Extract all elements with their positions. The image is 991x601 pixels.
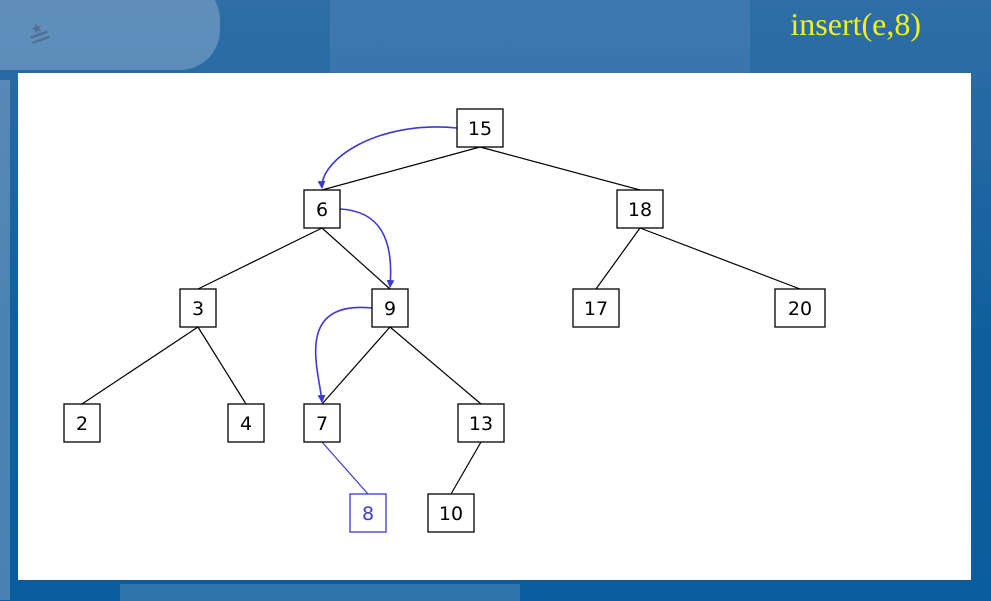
node-label: 13 bbox=[469, 413, 493, 435]
node-box bbox=[457, 403, 505, 443]
node-box bbox=[572, 288, 620, 328]
tree-edge bbox=[595, 227, 641, 290]
tree-node-13: 13 bbox=[457, 403, 505, 443]
node-box bbox=[616, 189, 664, 229]
node-label: 3 bbox=[192, 298, 204, 320]
node-box bbox=[63, 403, 101, 443]
node-box bbox=[774, 288, 826, 328]
tree-edge bbox=[321, 326, 391, 405]
tree-node-2: 2 bbox=[63, 403, 101, 443]
tree-edge bbox=[389, 326, 482, 405]
node-label: 6 bbox=[316, 199, 328, 221]
slide-title: insert(e,8) bbox=[790, 6, 921, 42]
search-path-arrow bbox=[317, 126, 458, 189]
tree-edge bbox=[197, 326, 247, 405]
binary-search-tree: 15 6 18 3 9 17 20 2 4 7 13 8 10 bbox=[63, 108, 826, 533]
node-box bbox=[371, 288, 409, 328]
node-label: 18 bbox=[628, 199, 652, 221]
node-box bbox=[456, 108, 504, 148]
decorative-corner-icon: ≛ bbox=[23, 16, 57, 57]
node-label: 20 bbox=[788, 298, 812, 320]
tree-node-6: 6 bbox=[303, 189, 341, 229]
node-box bbox=[349, 493, 387, 533]
tree-edge bbox=[197, 227, 323, 290]
inserted-node-8: 8 bbox=[349, 493, 387, 533]
tree-node-7: 7 bbox=[303, 403, 341, 443]
node-box bbox=[427, 493, 475, 533]
tree-edge bbox=[81, 326, 199, 405]
node-label: 7 bbox=[316, 413, 328, 435]
tree-node-20: 20 bbox=[774, 288, 826, 328]
node-label: 17 bbox=[584, 298, 608, 320]
background-shape bbox=[330, 0, 750, 75]
tree-edge bbox=[479, 146, 641, 191]
tree-node-17: 17 bbox=[572, 288, 620, 328]
tree-edge bbox=[639, 227, 801, 290]
background-shape bbox=[120, 584, 520, 601]
background-shape bbox=[0, 80, 10, 600]
search-path-arrow bbox=[314, 306, 373, 403]
tree-edge bbox=[321, 441, 369, 495]
diagram-panel: 15 6 18 3 9 17 20 2 4 7 13 8 10 bbox=[18, 73, 971, 580]
search-path-arrow bbox=[339, 208, 395, 288]
node-box bbox=[227, 403, 265, 443]
node-box bbox=[303, 189, 341, 229]
node-box bbox=[179, 288, 217, 328]
node-box bbox=[303, 403, 341, 443]
tree-node-4: 4 bbox=[227, 403, 265, 443]
node-label: 4 bbox=[240, 413, 252, 435]
node-label: 2 bbox=[76, 413, 88, 435]
tree-node-9: 9 bbox=[371, 288, 409, 328]
tree-node-3: 3 bbox=[179, 288, 217, 328]
tree-node-10: 10 bbox=[427, 493, 475, 533]
tree-node-18: 18 bbox=[616, 189, 664, 229]
tree-node-15: 15 bbox=[456, 108, 504, 148]
tree-edge bbox=[450, 441, 482, 495]
node-label: 8 bbox=[362, 503, 374, 525]
node-label: 10 bbox=[439, 503, 463, 525]
tree-edge bbox=[321, 227, 391, 290]
node-label: 9 bbox=[384, 298, 396, 320]
tree-edge bbox=[321, 146, 481, 191]
node-label: 15 bbox=[468, 118, 492, 140]
